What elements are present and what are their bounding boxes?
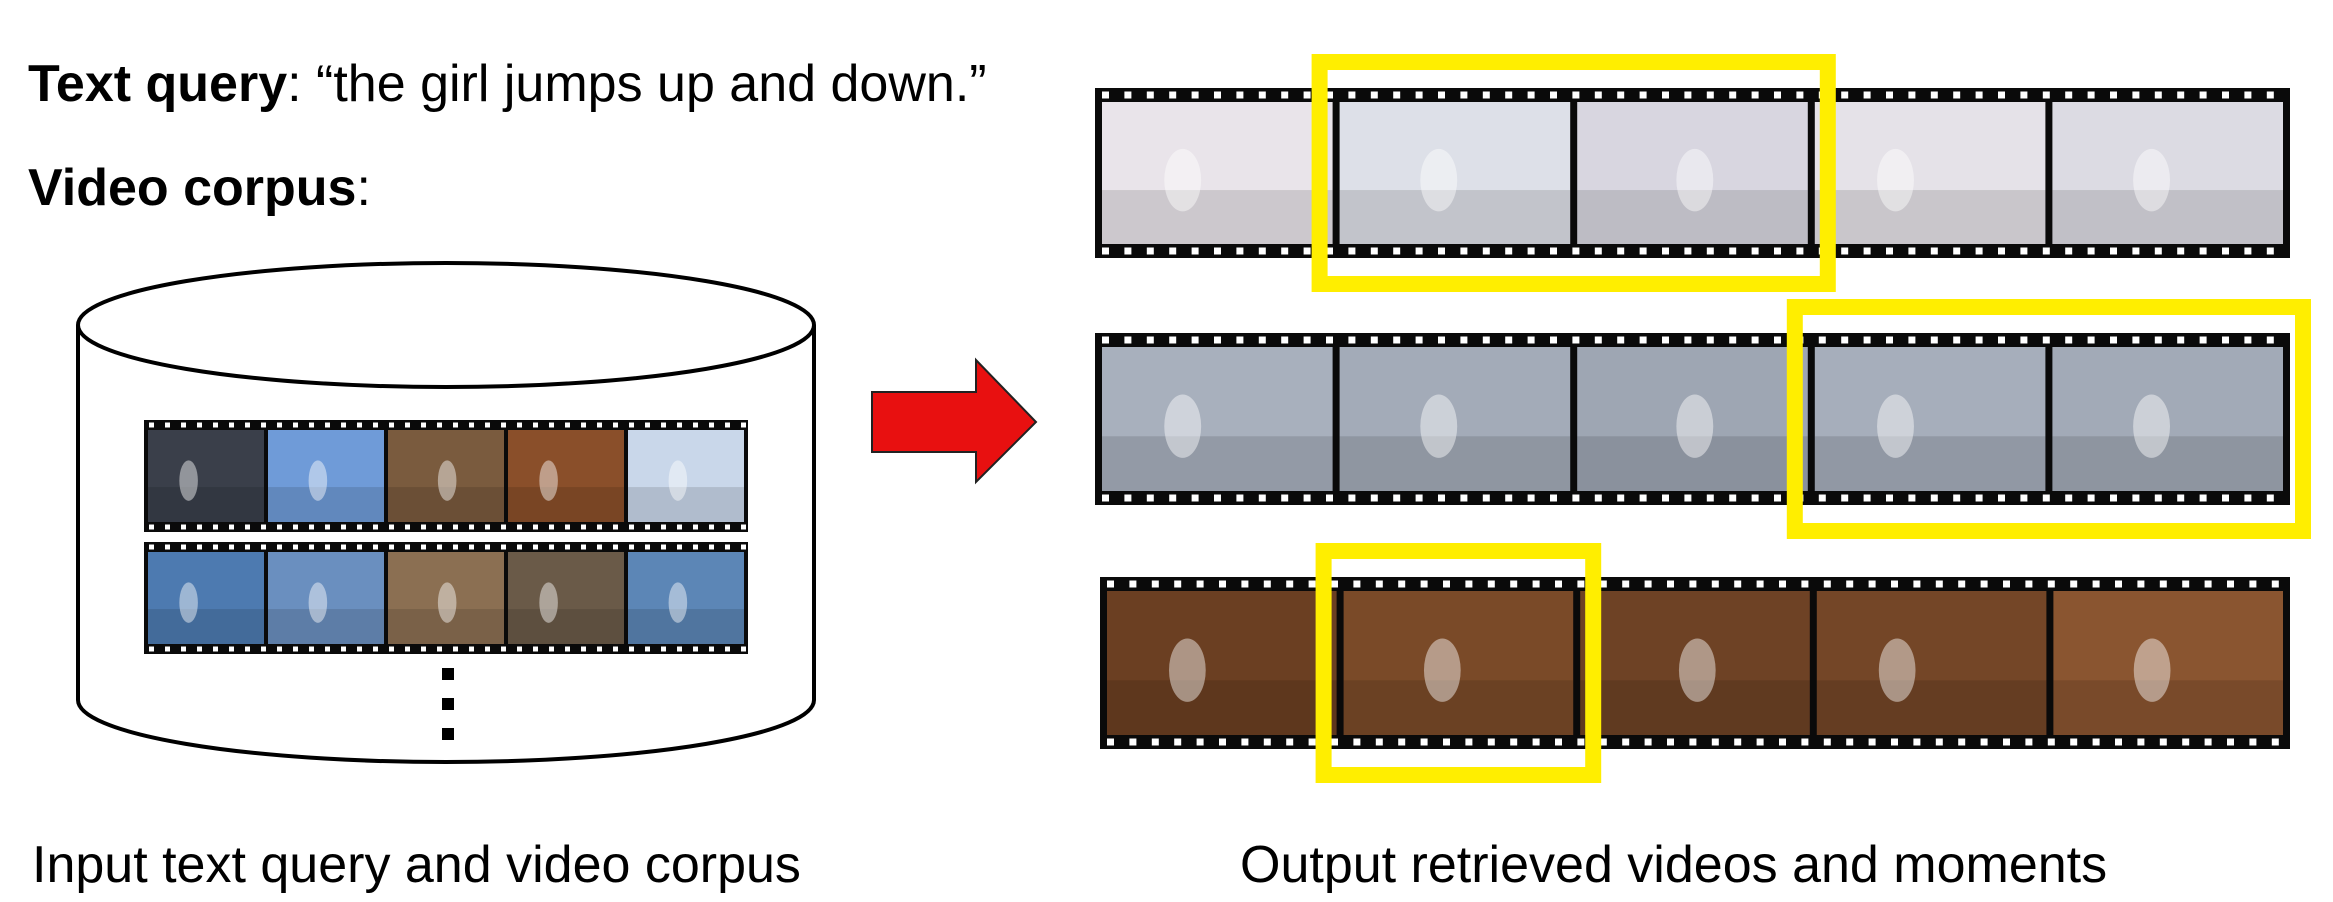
retrieval-arrow-icon — [871, 357, 1038, 485]
ballet-video-frame-4 — [1814, 347, 2046, 491]
motocross-clip-frame-2 — [268, 430, 384, 522]
moment-highlights — [1311, 54, 2312, 783]
ballet-video-frame-2 — [1339, 347, 1571, 491]
gymnastics-clip-frame-4 — [508, 552, 624, 644]
video-corpus-separator: : — [356, 159, 371, 217]
more-clips-ellipsis-icon — [442, 668, 454, 740]
text-query-line: Text query: “the girl jumps up and down.… — [28, 54, 987, 114]
video-corpus-label: Video corpus — [28, 159, 357, 217]
ballet-video-frame-5 — [2052, 347, 2283, 491]
ballet-video-moment-highlight — [1786, 299, 2312, 539]
toddler-bed-video-frame-4 — [1814, 102, 2046, 244]
gymnastics-clip-frame-5 — [628, 552, 744, 644]
text-query-separator: : — [287, 55, 302, 113]
toddler-bed-video-frame-2 — [1339, 102, 1571, 244]
video-corpus-line: Video corpus: — [28, 158, 371, 218]
motocross-clip-filmstrip — [144, 420, 748, 532]
toddler-bed-video-filmstrip — [1095, 88, 2290, 258]
corpus-clips — [144, 420, 748, 654]
gymnastics-clip-frame-1 — [148, 552, 264, 644]
text-query-label: Text query — [28, 55, 288, 113]
ballet-video-frame-1 — [1102, 347, 1333, 491]
kitchen-video-frame-4 — [1816, 591, 2047, 735]
toddler-bed-video-frame-3 — [1577, 102, 1808, 244]
motocross-clip-frame-4 — [508, 430, 624, 522]
gymnastics-clip-filmstrip — [144, 542, 748, 654]
kitchen-video-filmstrip — [1100, 577, 2290, 749]
kitchen-video-frame-2 — [1343, 591, 1574, 735]
output-caption: Output retrieved videos and moments — [1240, 836, 2108, 894]
ballet-video-filmstrip — [1095, 333, 2290, 505]
toddler-bed-video-frame-1 — [1102, 102, 1333, 244]
gymnastics-clip-frame-3 — [388, 552, 504, 644]
gymnastics-clip-frame-2 — [268, 552, 384, 644]
motocross-clip-frame-1 — [148, 430, 264, 522]
toddler-bed-video-moment-highlight — [1311, 54, 1836, 292]
kitchen-video-frame-3 — [1580, 591, 1810, 735]
retrieved-videos — [1095, 88, 2290, 749]
input-caption: Input text query and video corpus — [32, 836, 801, 894]
text-query-value: “the girl jumps up and down.” — [301, 55, 987, 113]
motocross-clip-frame-3 — [388, 430, 504, 522]
kitchen-video-frame-1 — [1107, 591, 1337, 735]
kitchen-video-moment-highlight — [1315, 543, 1602, 783]
ballet-video-frame-3 — [1577, 347, 1808, 491]
motocross-clip-frame-5 — [628, 430, 744, 522]
toddler-bed-video-frame-5 — [2052, 102, 2283, 244]
kitchen-video-frame-5 — [2053, 591, 2283, 735]
